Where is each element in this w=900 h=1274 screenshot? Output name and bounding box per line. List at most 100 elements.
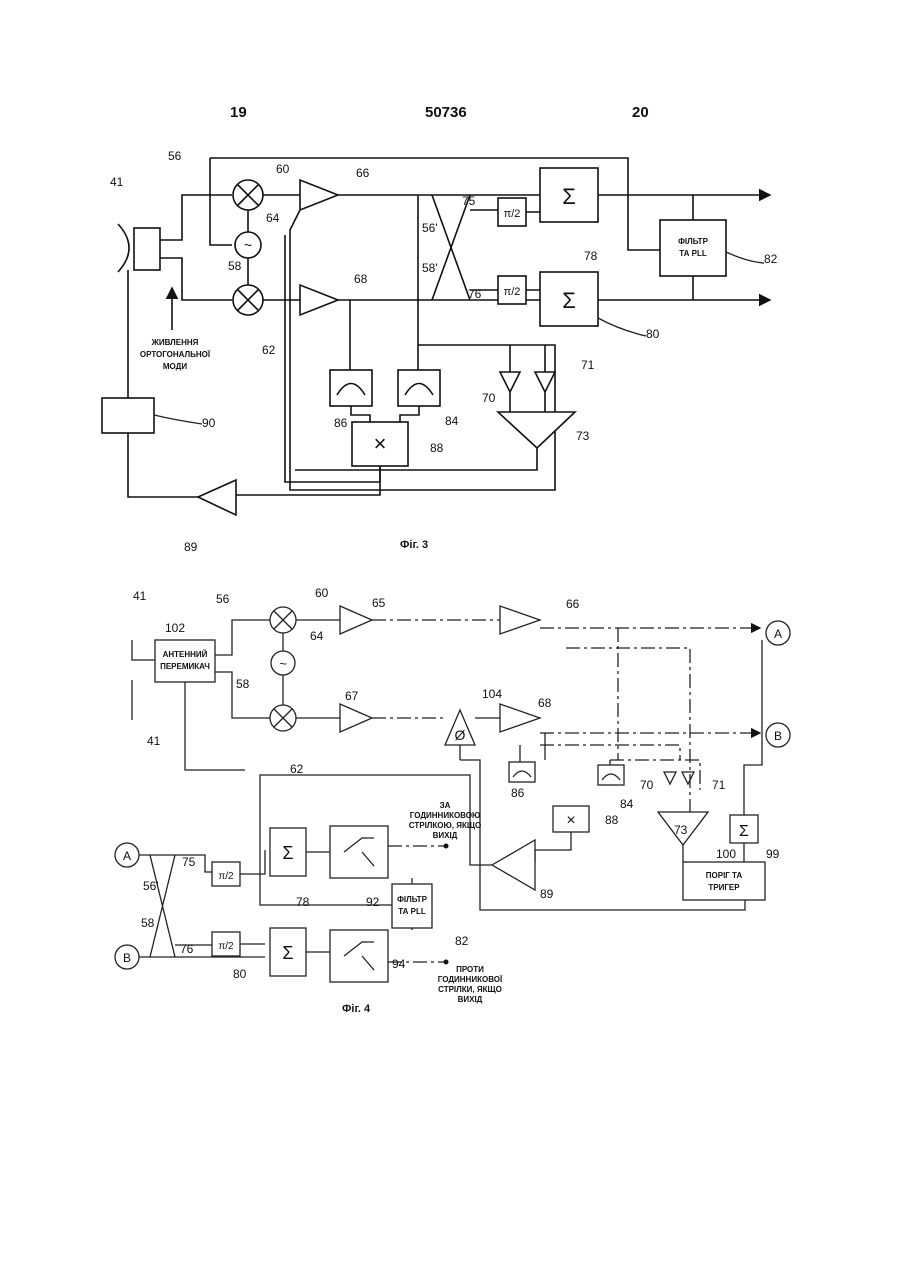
- svg-text:56: 56: [216, 592, 230, 606]
- svg-text:58: 58: [141, 916, 155, 930]
- svg-text:ПЕРЕМИКАЧ: ПЕРЕМИКАЧ: [160, 662, 210, 671]
- svg-text:56': 56': [143, 879, 159, 893]
- svg-text:89: 89: [184, 540, 198, 554]
- svg-text:~: ~: [279, 656, 287, 671]
- amplifier-66-icon: [300, 180, 338, 210]
- svg-text:Σ: Σ: [562, 288, 576, 313]
- svg-text:86: 86: [334, 416, 348, 430]
- svg-text:ГОДИННИКОВОЮ: ГОДИННИКОВОЮ: [410, 811, 480, 820]
- svg-text:70: 70: [640, 778, 654, 792]
- comparator-73-icon: [498, 412, 575, 448]
- svg-text:π/2: π/2: [218, 941, 234, 952]
- filter-84-f4: [598, 765, 624, 785]
- switch-92: [330, 826, 388, 878]
- svg-text:67: 67: [345, 689, 359, 703]
- svg-text:89: 89: [540, 887, 554, 901]
- svg-text:80: 80: [233, 967, 247, 981]
- svg-text:66: 66: [566, 597, 580, 611]
- filter-86-f4: [509, 762, 535, 782]
- svg-text:73: 73: [674, 823, 688, 837]
- svg-text:Σ: Σ: [282, 943, 293, 963]
- svg-text:A: A: [123, 849, 131, 863]
- threshold-trigger-100: [683, 862, 765, 900]
- svg-text:ОРТОГОНАЛЬНОЇ: ОРТОГОНАЛЬНОЇ: [140, 350, 211, 359]
- svg-text:58: 58: [228, 259, 242, 273]
- svg-text:88: 88: [605, 813, 619, 827]
- amplifier-89-f4-icon: [492, 840, 535, 890]
- svg-text:102: 102: [165, 621, 185, 635]
- svg-text:АНТЕННИЙ: АНТЕННИЙ: [163, 650, 208, 659]
- svg-text:×: ×: [566, 812, 575, 829]
- svg-text:41: 41: [133, 589, 147, 603]
- svg-text:88: 88: [430, 441, 444, 455]
- svg-text:ТА PLL: ТА PLL: [679, 249, 707, 258]
- svg-text:ГОДИННИКОВОЇ: ГОДИННИКОВОЇ: [438, 975, 503, 984]
- svg-text:×: ×: [374, 431, 387, 456]
- svg-text:71: 71: [712, 778, 726, 792]
- svg-text:82: 82: [455, 934, 469, 948]
- svg-text:ФІЛЬТР: ФІЛЬТР: [678, 237, 708, 246]
- svg-text:Ø: Ø: [455, 727, 466, 743]
- svg-text:МОДИ: МОДИ: [163, 362, 187, 371]
- svg-text:ПОРІГ ТА: ПОРІГ ТА: [706, 871, 743, 880]
- svg-text:B: B: [774, 729, 782, 743]
- svg-text:π/2: π/2: [504, 208, 521, 220]
- svg-text:92: 92: [366, 895, 380, 909]
- svg-text:73: 73: [576, 429, 590, 443]
- amplifier-89-icon: [198, 480, 236, 515]
- svg-text:75: 75: [462, 194, 476, 208]
- svg-text:56: 56: [168, 149, 182, 163]
- svg-text:70: 70: [482, 391, 496, 405]
- svg-text:64: 64: [310, 629, 324, 643]
- svg-text:58: 58: [236, 677, 250, 691]
- svg-text:76: 76: [468, 287, 482, 301]
- svg-text:π/2: π/2: [218, 871, 234, 882]
- svg-text:Σ: Σ: [739, 823, 749, 840]
- amplifier-70-icon: [500, 372, 520, 392]
- svg-text:π/2: π/2: [504, 286, 521, 298]
- svg-text:ЗА: ЗА: [440, 801, 451, 810]
- svg-text:41: 41: [147, 734, 161, 748]
- svg-text:41: 41: [110, 175, 124, 189]
- svg-text:Σ: Σ: [562, 184, 576, 209]
- svg-text:104: 104: [482, 687, 502, 701]
- svg-text:100: 100: [716, 847, 736, 861]
- svg-text:ВИХІД: ВИХІД: [458, 995, 483, 1004]
- svg-text:ВИХІД: ВИХІД: [433, 831, 458, 840]
- svg-text:ТРИГЕР: ТРИГЕР: [708, 883, 740, 892]
- svg-text:99: 99: [766, 847, 780, 861]
- svg-text:80: 80: [646, 327, 660, 341]
- svg-text:56': 56': [422, 221, 438, 235]
- svg-text:Σ: Σ: [282, 843, 293, 863]
- svg-text:ТА PLL: ТА PLL: [398, 907, 426, 916]
- svg-text:68: 68: [538, 696, 552, 710]
- svg-text:82: 82: [764, 252, 778, 266]
- antenna-feed: [134, 228, 160, 270]
- svg-text:ПРОТИ: ПРОТИ: [456, 965, 484, 974]
- amplifier-71-f4-icon: [682, 772, 694, 784]
- svg-text:СТРІЛКИ, ЯКЩО: СТРІЛКИ, ЯКЩО: [438, 985, 502, 994]
- figure-3-caption: Фіг. 3: [400, 539, 428, 551]
- svg-text:94: 94: [392, 957, 406, 971]
- filter-pll-82: [660, 220, 726, 276]
- svg-text:84: 84: [445, 414, 459, 428]
- filter-86: [330, 370, 372, 406]
- svg-text:B: B: [123, 951, 131, 965]
- amplifier-66-f4-icon: [500, 606, 540, 634]
- amplifier-65-icon: [340, 606, 372, 634]
- switch-94: [330, 930, 388, 982]
- svg-text:ЖИВЛЕННЯ: ЖИВЛЕННЯ: [151, 338, 199, 347]
- figure-3: ~ π/2 π/2 Σ: [102, 149, 778, 554]
- amplifier-68-icon: [300, 285, 338, 315]
- svg-text:86: 86: [511, 786, 525, 800]
- svg-text:65: 65: [372, 596, 386, 610]
- amplifier-71-icon: [535, 372, 555, 392]
- svg-text:62: 62: [290, 762, 304, 776]
- svg-text:78: 78: [584, 249, 598, 263]
- svg-text:84: 84: [620, 797, 634, 811]
- svg-text:62: 62: [262, 343, 276, 357]
- svg-text:75: 75: [182, 855, 196, 869]
- svg-text:58': 58': [422, 261, 438, 275]
